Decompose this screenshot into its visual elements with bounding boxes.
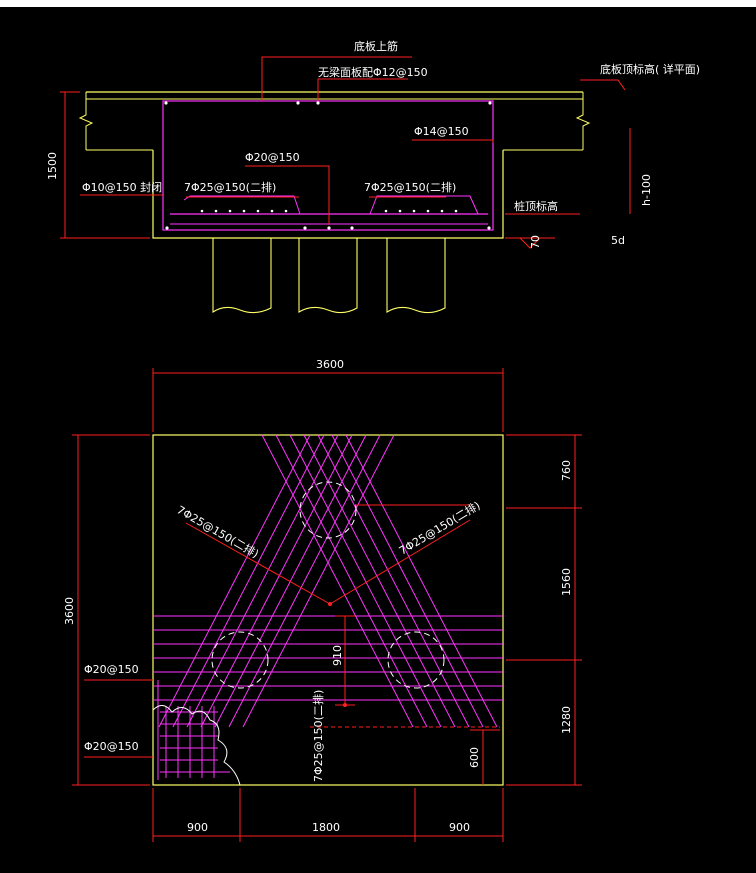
plan-bottom-dim-3: 900 — [449, 821, 470, 834]
plan-leaders — [72, 368, 582, 842]
bar-group-left — [183, 195, 301, 215]
rebar-dots — [164, 101, 492, 230]
dim-70-label: 70 — [529, 235, 542, 249]
plan-diag-left-label: 7Φ25@150(二排) — [175, 502, 262, 560]
bottom-right-label: 7Φ25@150(二排) — [364, 180, 456, 194]
plan-corner-bar-2: Φ20@150 — [84, 740, 139, 753]
top-rebar-label: 底板上筋 — [354, 39, 398, 53]
slab-elev-label: 底板顶标高( 详平面) — [600, 62, 700, 76]
side-bar-label: Φ14@150 — [414, 125, 469, 138]
bar-group-right — [369, 195, 479, 215]
plan-diag-right-label: 7Φ25@150(二排) — [396, 498, 482, 558]
break-left — [78, 92, 94, 150]
plan-right-dim-2: 1560 — [560, 568, 573, 596]
note-5d-label: 5d — [611, 234, 625, 247]
plan-cap-outline — [152, 434, 504, 786]
top-window-strip — [0, 0, 756, 7]
plan-piles — [211, 481, 445, 689]
height-dim-label: 1500 — [46, 152, 59, 180]
mid-bar-label: Φ20@150 — [245, 151, 300, 164]
rebar-cage — [162, 100, 494, 231]
plan-vert-label: 7Φ25@150(二排) — [311, 690, 325, 782]
plan-left-height: 3600 — [63, 597, 76, 625]
h-minus-100-label: h-100 — [640, 174, 653, 206]
pile-top-label: 桩顶标高 — [514, 199, 558, 213]
plan-points — [328, 602, 347, 707]
plan-inner-dim-600: 600 — [468, 747, 481, 768]
bottom-left-label: 7Φ25@150(二排) — [184, 180, 276, 194]
plan-corner-bar-1: Φ20@150 — [84, 663, 139, 676]
corner-break-line — [152, 705, 241, 786]
plan-right-dim-1: 760 — [560, 460, 573, 481]
plan-rebar-bands — [153, 434, 503, 728]
break-right — [575, 92, 591, 150]
beam-top-label: 无梁面板配Φ12@150 — [318, 65, 428, 79]
piles — [212, 238, 446, 314]
section-leaders — [60, 56, 631, 249]
corner-grid — [157, 680, 230, 780]
pile-cap-outline — [152, 150, 504, 239]
plan-top-width: 3600 — [316, 358, 344, 371]
left-bar-label: Φ10@150 封闭 — [82, 180, 162, 194]
plan-bottom-dim-2: 1800 — [312, 821, 340, 834]
plan-bottom-dim-1: 900 — [187, 821, 208, 834]
plan-right-dim-3: 1280 — [560, 706, 573, 734]
plan-inner-dim-910: 910 — [331, 645, 344, 666]
section-view: 底板上筋 无梁面板配Φ12@150 底板顶标高( 详平面) Φ14@150 Φ2… — [46, 39, 700, 314]
plan-view: 3600 3600 760 1560 1280 900 1800 900 600… — [63, 358, 582, 842]
